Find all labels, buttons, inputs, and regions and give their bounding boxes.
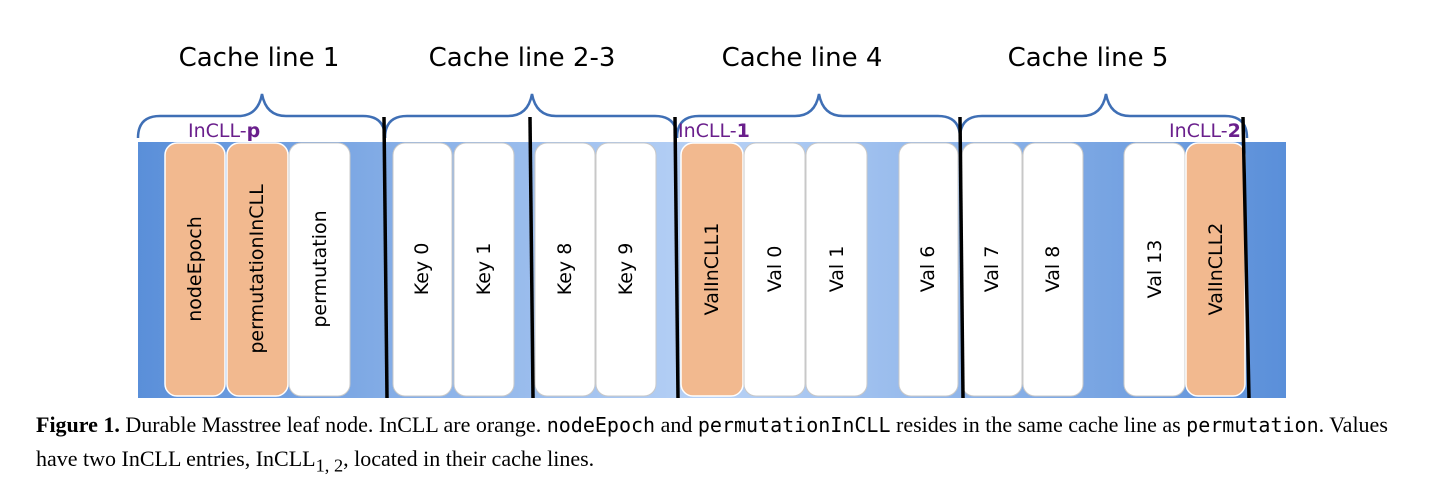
cell-permutationInCLL: permutationInCLL (226, 142, 289, 397)
cache-line-divider (528, 116, 535, 399)
cell-box (1123, 142, 1186, 397)
caption-code: permutationInCLL (697, 413, 891, 437)
cell-val-0: Val 0 (743, 142, 806, 397)
cell-val-8: Val 8 (1022, 142, 1084, 397)
incll-p-label: InCLL-p (188, 120, 260, 142)
cell-label: Key 8 (554, 243, 576, 296)
caption-text: Durable Masstree leaf node. InCLL are or… (119, 412, 547, 437)
cell-label: permutationInCLL (246, 184, 268, 354)
cell-label: permutation (309, 210, 331, 327)
figure-caption: Figure 1. Durable Masstree leaf node. In… (36, 408, 1416, 482)
cell-label: Key 9 (615, 243, 637, 296)
cell-nodeEpoch: nodeEpoch (164, 142, 226, 397)
incll-2-label: InCLL-2 (1169, 120, 1241, 142)
leaf-node-diagram: Cache line 1 Cache line 2-3 Cache line 4… (136, 43, 1286, 399)
cell-label: ValInCLL2 (1205, 223, 1227, 316)
cell-label: Key 0 (411, 243, 433, 296)
cell-label: ValInCLL1 (701, 223, 723, 316)
brace-cache-line-4 (675, 93, 962, 139)
cell-val-1: Val 1 (805, 142, 868, 397)
cell-label: Val 1 (826, 246, 848, 293)
cell-box (680, 142, 744, 397)
cell-box (805, 142, 868, 397)
brace-cache-line-1 (136, 93, 387, 139)
cell-box (1022, 142, 1084, 397)
cache-line-2-3-title: Cache line 2-3 (429, 43, 616, 73)
cell-key-1: Key 1 (453, 142, 515, 397)
caption-text: , located in their cache lines. (343, 446, 595, 471)
caption-subscript: 1, 2 (315, 455, 344, 476)
cell-key-0: Key 0 (392, 142, 453, 397)
cell-label: Key 1 (473, 243, 495, 296)
brace-cache-line-2-3 (383, 93, 679, 139)
caption-code: permutation (1186, 413, 1319, 437)
cell-box (595, 142, 657, 397)
cache-line-divider (382, 116, 389, 399)
figure-label: Figure 1. (36, 412, 120, 437)
cell-box (226, 142, 289, 397)
cell-box (743, 142, 806, 397)
incll-1-label: InCLL-1 (678, 120, 750, 142)
cell-box (534, 142, 596, 397)
cell-box (392, 142, 453, 397)
cell-box (288, 142, 351, 397)
cell-val-6: Val 6 (898, 142, 959, 397)
cell-key-8: Key 8 (534, 142, 596, 397)
caption-text: . Values have two InCLL entries, InCLL (36, 412, 1388, 471)
cell-valincll1: ValInCLL1 (680, 142, 744, 397)
cell-valincll2: ValInCLL2 (1185, 142, 1246, 397)
cell-permutation: permutation (288, 142, 351, 397)
cell-label: Val 8 (1042, 246, 1064, 293)
cell-box (453, 142, 515, 397)
caption-code: nodeEpoch (546, 413, 656, 437)
brace-cache-line-5 (958, 93, 1249, 139)
cell-label: Val 13 (1144, 240, 1166, 299)
cache-line-5-title: Cache line 5 (1008, 43, 1169, 73)
cell-key-9: Key 9 (595, 142, 657, 397)
cell-label: nodeEpoch (184, 216, 206, 322)
cell-val-13: Val 13 (1123, 142, 1186, 397)
caption-text: and (655, 412, 698, 437)
caption-text: resides in the same cache line as (890, 412, 1187, 437)
cell-val-7: Val 7 (961, 142, 1023, 397)
cache-line-divider (1241, 116, 1251, 399)
cache-line-4-title: Cache line 4 (722, 43, 883, 73)
cell-label: Val 7 (981, 246, 1003, 293)
cell-label: Val 0 (764, 246, 786, 293)
cache-line-divider (673, 116, 680, 399)
cell-label: Val 6 (917, 246, 939, 293)
cell-box (164, 142, 226, 397)
cache-line-1-title: Cache line 1 (179, 43, 340, 73)
cache-line-divider (958, 116, 965, 399)
cell-box (898, 142, 959, 397)
